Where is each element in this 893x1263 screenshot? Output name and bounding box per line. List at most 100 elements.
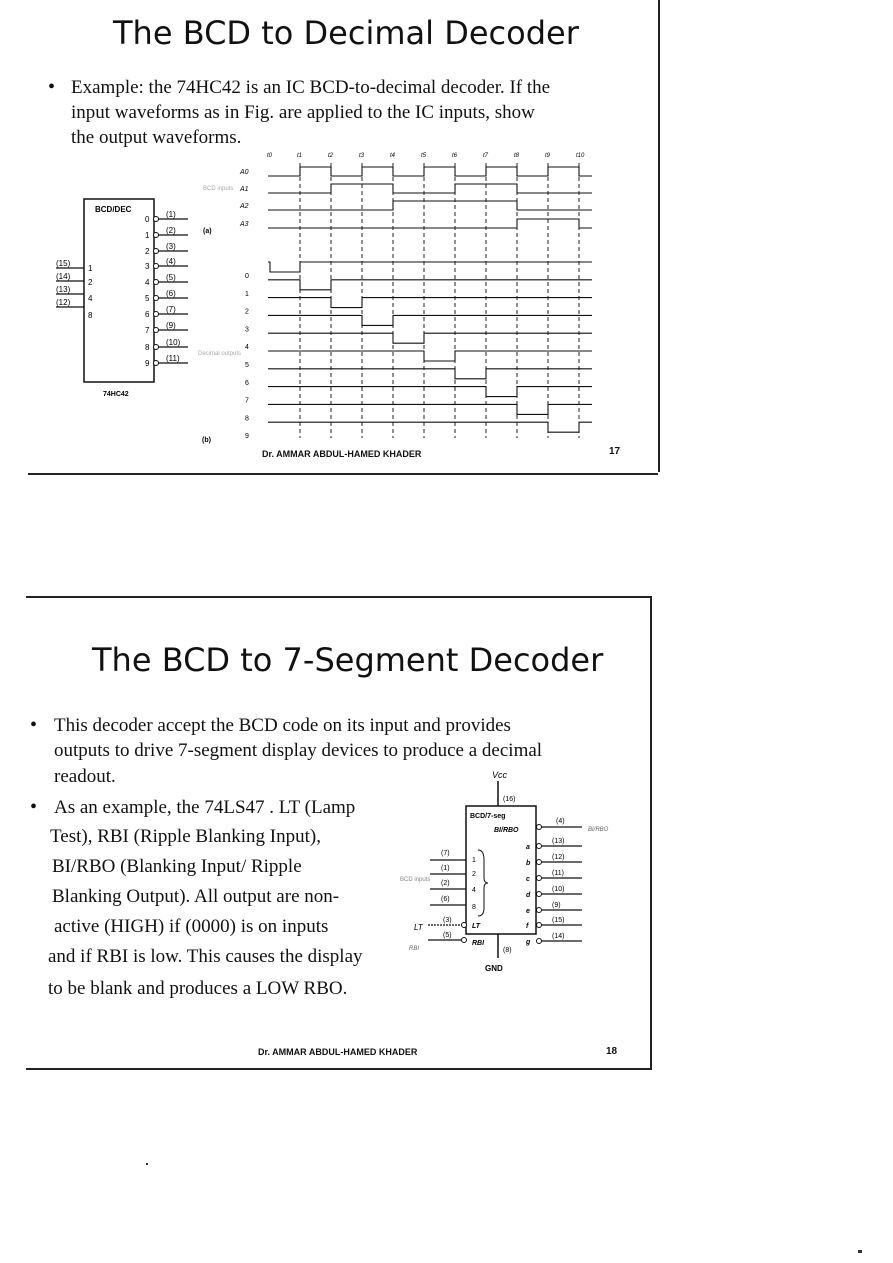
vcc-label: Vcc — [492, 770, 508, 780]
output-number: 1 — [145, 231, 150, 240]
bi-rbo-pin: (4) — [556, 818, 565, 825]
output-name: 4 — [245, 344, 249, 351]
decoder-chip-diagram: BCD/DEC 74HC42 (15) (14) (13) (12) 1 2 4… — [56, 198, 188, 398]
bullet-line: and if RBI is low. This causes the displ… — [48, 946, 363, 967]
page-number: 18 — [606, 1046, 618, 1057]
output-name: 0 — [245, 273, 249, 280]
segment-outputs: a(13)b(12)c(11)d(10)e(9)f(15)g(14) — [525, 838, 582, 946]
gnd-label: GND — [485, 964, 503, 973]
output-name: 1 — [245, 291, 249, 298]
output-waveform — [268, 314, 592, 326]
input-pin-label: (15) — [56, 259, 71, 268]
output-number: 5 — [145, 294, 150, 303]
rbi-pin-label: RBI — [472, 940, 485, 947]
footer-author: Dr. AMMAR ABDUL-HAMED KHADER — [258, 1047, 418, 1057]
input-weight: 2 — [88, 278, 93, 287]
page-number: 17 — [609, 446, 621, 457]
bcd-inputs-caption: BCD inputs — [400, 877, 430, 883]
time-label: t3 — [359, 153, 365, 159]
input-waveform — [268, 200, 592, 211]
segment-label: e — [526, 908, 530, 915]
output-waveform — [268, 368, 592, 380]
output-number: 9 — [145, 359, 150, 368]
output-pin-label: (4) — [166, 257, 176, 266]
figure-label-a: (a) — [203, 228, 212, 235]
segment-pin: (9) — [552, 902, 561, 909]
output-number: 2 — [145, 247, 150, 256]
output-pin-label: (10) — [166, 338, 181, 347]
input-weight: 4 — [88, 294, 93, 303]
time-label: t2 — [328, 153, 334, 159]
segment-pin: (11) — [552, 870, 564, 877]
output-pin-label: (3) — [166, 242, 176, 251]
output-name: 3 — [245, 326, 249, 333]
input-name: A0 — [239, 169, 249, 176]
slide-divider — [26, 596, 652, 598]
output-waveform — [268, 279, 592, 291]
bi-rbo-external-label: BI/RBO — [588, 827, 609, 833]
chip-part-number: 74HC42 — [103, 391, 129, 398]
control-inputs: (3) (5) LT RBI LT RBI — [409, 917, 485, 952]
time-label: t8 — [514, 153, 520, 159]
output-pin-label: (11) — [166, 354, 180, 363]
output-pin-label: (9) — [166, 321, 176, 330]
input-name: A1 — [239, 186, 249, 193]
output-number: 7 — [145, 326, 150, 335]
segment-label: c — [526, 876, 530, 883]
bullet-line: outputs to drive 7-segment display devic… — [54, 740, 543, 761]
input-waveform — [268, 166, 592, 177]
time-label: t7 — [483, 153, 489, 159]
output-pin-label: (7) — [166, 305, 176, 314]
time-label: t0 — [267, 153, 273, 159]
output-pin-label: (1) — [166, 210, 176, 219]
output-name: 6 — [245, 380, 249, 387]
input-weight: 1 — [88, 264, 93, 273]
input-pin-label: (14) — [56, 272, 71, 281]
active-low-bubble — [536, 843, 542, 849]
active-low-bubble — [536, 891, 542, 897]
output-number: 3 — [145, 262, 150, 271]
segment-pin: (15) — [552, 917, 564, 924]
input-weight: 8 — [88, 311, 93, 320]
bullet-marker: • — [30, 796, 38, 818]
bi-rbo-pin-label: BI/RBO — [494, 827, 519, 834]
time-label: t4 — [390, 153, 396, 159]
slide-title: The BCD to 7-Segment Decoder — [92, 641, 604, 679]
lt-external-label: LT — [414, 923, 424, 932]
input-pin-label: (12) — [56, 298, 71, 307]
gnd-pin: (8) — [503, 947, 512, 954]
input-pin: (6) — [441, 896, 450, 903]
lt-pin-label: LT — [472, 923, 481, 930]
lt-pin: (3) — [443, 917, 452, 924]
output-number: 4 — [145, 278, 150, 287]
bullet-line: the output waveforms. — [71, 127, 242, 148]
bullet-line: readout. — [54, 766, 116, 787]
chip-title: BCD/DEC — [95, 205, 132, 214]
footer-author: Dr. AMMAR ABDUL-HAMED KHADER — [262, 449, 422, 459]
bullet-line: active (HIGH) if (0000) is on inputs — [54, 916, 329, 937]
segment-label: d — [526, 892, 531, 899]
slide-18: The BCD to 7-Segment Decoder • This deco… — [26, 596, 652, 1070]
chip-body — [465, 805, 537, 935]
input-pin: (1) — [441, 865, 450, 872]
output-waveform — [268, 421, 592, 433]
input-weight: 4 — [472, 887, 476, 894]
output-pin-label: (2) — [166, 226, 176, 235]
segment-pin: (12) — [552, 854, 564, 861]
output-name: 9 — [245, 433, 249, 440]
figure-label-b: (b) — [202, 437, 211, 444]
output-pin-label: (6) — [166, 289, 176, 298]
chip-inputs: (15) (14) (13) (12) 1 2 4 8 — [56, 259, 93, 320]
input-pin: (7) — [441, 850, 450, 857]
segment-label: a — [526, 844, 530, 851]
bullet-line: Blanking Output). All output are non- — [52, 886, 340, 907]
output-name: 5 — [245, 362, 249, 369]
bullet-line: Example: the 74HC42 is an IC BCD-to-deci… — [71, 77, 551, 98]
bullet-line: to be blank and produces a LOW RBO. — [48, 978, 348, 999]
output-waveform — [268, 386, 592, 398]
bullet-line: input waveforms as in Fig. are applied t… — [71, 102, 535, 123]
input-waveform — [268, 183, 592, 194]
scan-speck — [858, 1250, 862, 1253]
